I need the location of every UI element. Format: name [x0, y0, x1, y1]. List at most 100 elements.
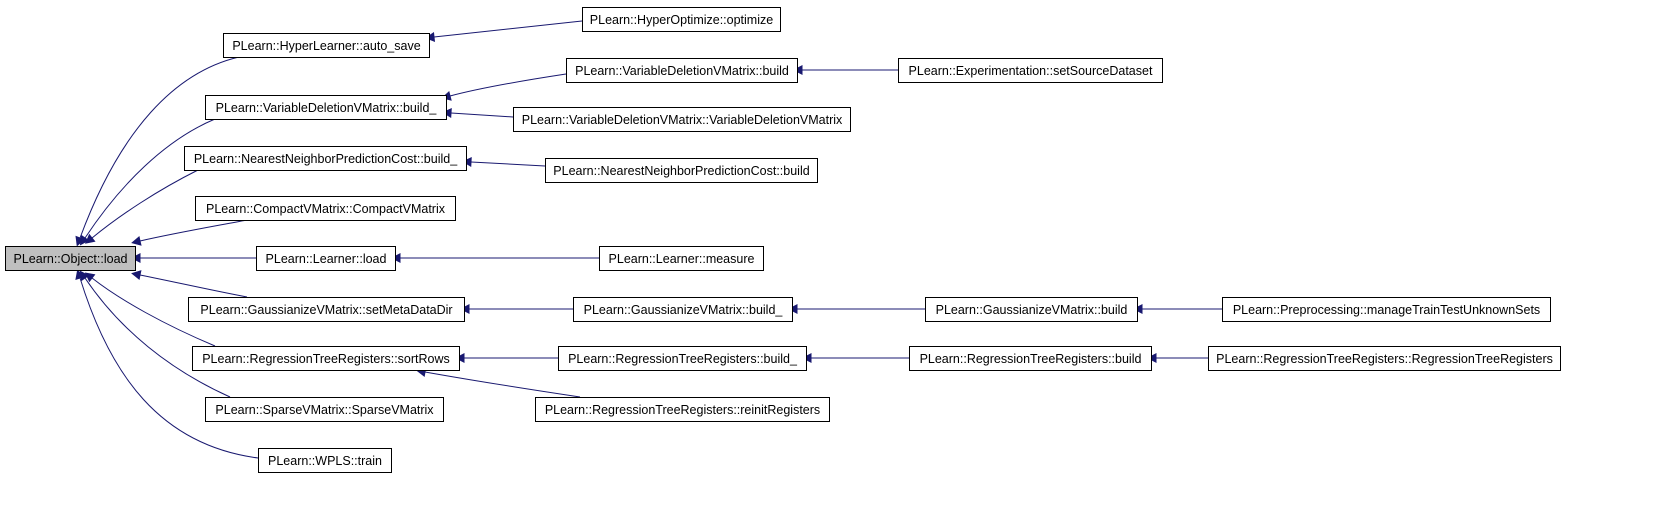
node-label: PLearn::NearestNeighborPredictionCost::b…: [194, 152, 458, 166]
arrowhead: [79, 234, 90, 246]
node-vdvm-ctor[interactable]: PLearn::VariableDeletionVMatrix::Variabl…: [513, 107, 851, 132]
edge-vdvm-build--to-object-load: [79, 118, 216, 246]
edge-rtr-reinit-to-rtr-sortrows: [416, 367, 581, 398]
node-box: [223, 33, 430, 58]
node-box: [599, 246, 764, 271]
node-cvm-ctor[interactable]: PLearn::CompactVMatrix::CompactVMatrix: [195, 196, 456, 221]
edge-cvm-ctor-to-object-load: [131, 219, 248, 246]
node-box: [909, 346, 1152, 371]
node-box: [535, 397, 830, 422]
edge-line: [79, 277, 259, 459]
node-box: [582, 7, 781, 32]
node-label: PLearn::VariableDeletionVMatrix::build_: [216, 101, 438, 115]
node-label: PLearn::HyperOptimize::optimize: [590, 13, 773, 27]
node-label: PLearn::NearestNeighborPredictionCost::b…: [553, 164, 809, 178]
edge-line: [424, 371, 581, 398]
node-label: PLearn::WPLS::train: [268, 454, 382, 468]
node-box: [898, 58, 1163, 83]
edge-rtr-build-to-rtr-build-: [801, 352, 909, 364]
node-label: PLearn::GaussianizeVMatrix::build: [936, 303, 1128, 317]
edge-rtr-ctor-to-rtr-build: [1146, 352, 1208, 364]
edge-rtr-build--to-rtr-sortrows: [454, 352, 558, 364]
edge-vdvm-ctor-to-vdvm-build-: [441, 108, 514, 119]
node-box: [195, 196, 456, 221]
node-box: [5, 246, 136, 271]
edge-line: [450, 112, 514, 118]
node-box: [1222, 297, 1551, 322]
node-box: [566, 58, 798, 83]
node-ho-optimize[interactable]: PLearn::HyperOptimize::optimize: [582, 7, 781, 32]
node-rtr-build[interactable]: PLearn::RegressionTreeRegisters::build: [909, 346, 1152, 371]
edge-prep-manage-to-gvm-build: [1132, 303, 1222, 315]
node-box: [205, 397, 444, 422]
node-box: [258, 448, 392, 473]
edge-line: [139, 274, 248, 298]
node-learner-measure[interactable]: PLearn::Learner::measure: [599, 246, 764, 271]
node-box: [205, 95, 447, 120]
node-object-load[interactable]: PLearn::Object::load: [5, 246, 136, 271]
node-box: [188, 297, 465, 322]
edge-learner-load-to-object-load: [130, 252, 256, 264]
node-box: [192, 346, 460, 371]
edge-line: [91, 169, 199, 239]
node-box: [925, 297, 1138, 322]
node-gvm-setmeta[interactable]: PLearn::GaussianizeVMatrix::setMetaDataD…: [188, 297, 465, 322]
node-rtr-build-[interactable]: PLearn::RegressionTreeRegisters::build_: [558, 346, 807, 371]
arrowhead: [75, 269, 85, 280]
node-label: PLearn::VariableDeletionVMatrix::build: [575, 64, 789, 78]
arrowhead: [131, 270, 142, 281]
node-label: PLearn::RegressionTreeRegisters::Regress…: [1216, 352, 1553, 366]
node-label: PLearn::RegressionTreeRegisters::build: [920, 352, 1142, 366]
edge-line: [449, 73, 567, 97]
arrowhead: [131, 235, 142, 246]
edge-line: [139, 219, 248, 242]
node-box: [1208, 346, 1561, 371]
node-gvm-build-[interactable]: PLearn::GaussianizeVMatrix::build_: [573, 297, 793, 322]
edge-ho-optimize-to-hl-auto-save: [424, 20, 583, 42]
edge-line: [433, 20, 583, 38]
node-label: PLearn::Object::load: [14, 252, 128, 266]
edge-nnpc-build-to-nnpc-build-: [461, 157, 546, 168]
node-rtr-sortrows[interactable]: PLearn::RegressionTreeRegisters::sortRow…: [192, 346, 460, 371]
node-gvm-build[interactable]: PLearn::GaussianizeVMatrix::build: [925, 297, 1138, 322]
node-vdvm-build-[interactable]: PLearn::VariableDeletionVMatrix::build_: [205, 95, 447, 120]
node-label: PLearn::Experimentation::setSourceDatase…: [909, 64, 1153, 78]
edge-line: [91, 277, 216, 347]
node-label: PLearn::Learner::load: [266, 252, 387, 266]
edge-gvm-setmeta-to-object-load: [131, 270, 248, 298]
node-label: PLearn::VariableDeletionVMatrix::Variabl…: [522, 113, 843, 127]
edge-learner-measure-to-learner-load: [390, 252, 599, 264]
node-hl-auto-save[interactable]: PLearn::HyperLearner::auto_save: [223, 33, 430, 58]
node-box: [545, 158, 818, 183]
edge-line: [84, 118, 216, 239]
node-box: [558, 346, 807, 371]
node-rtr-ctor[interactable]: PLearn::RegressionTreeRegisters::Regress…: [1208, 346, 1561, 371]
edge-exp-setsource-to-vdvm-build: [792, 64, 898, 76]
graph-edges: [75, 20, 1222, 459]
node-svm-ctor[interactable]: PLearn::SparseVMatrix::SparseVMatrix: [205, 397, 444, 422]
node-label: PLearn::Preprocessing::manageTrainTestUn…: [1233, 303, 1540, 317]
node-vdvm-build[interactable]: PLearn::VariableDeletionVMatrix::build: [566, 58, 798, 83]
node-label: PLearn::RegressionTreeRegisters::reinitR…: [545, 403, 820, 417]
node-nnpc-build[interactable]: PLearn::NearestNeighborPredictionCost::b…: [545, 158, 818, 183]
node-label: PLearn::SparseVMatrix::SparseVMatrix: [215, 403, 434, 417]
graph-nodes: PLearn::Object::load PLearn::HyperLearner…: [5, 7, 1561, 473]
node-learner-load[interactable]: PLearn::Learner::load: [256, 246, 396, 271]
node-wpls-train[interactable]: PLearn::WPLS::train: [258, 448, 392, 473]
node-label: PLearn::Learner::measure: [609, 252, 755, 266]
node-rtr-reinit[interactable]: PLearn::RegressionTreeRegisters::reinitR…: [535, 397, 830, 422]
edge-line: [84, 277, 231, 398]
node-prep-manage[interactable]: PLearn::Preprocessing::manageTrainTestUn…: [1222, 297, 1551, 322]
edge-line: [470, 161, 546, 167]
node-label: PLearn::RegressionTreeRegisters::build_: [568, 352, 798, 366]
edge-nnpc-build--to-object-load: [84, 169, 199, 244]
arrowhead: [84, 233, 96, 244]
node-label: PLearn::RegressionTreeRegisters::sortRow…: [202, 352, 450, 366]
edge-line: [79, 56, 240, 239]
node-label: PLearn::GaussianizeVMatrix::build_: [584, 303, 784, 317]
node-exp-setsource[interactable]: PLearn::Experimentation::setSourceDatase…: [898, 58, 1163, 83]
node-label: PLearn::CompactVMatrix::CompactVMatrix: [206, 202, 446, 216]
node-nnpc-build-[interactable]: PLearn::NearestNeighborPredictionCost::b…: [184, 146, 467, 171]
node-box: [573, 297, 793, 322]
node-label: PLearn::HyperLearner::auto_save: [232, 39, 420, 53]
